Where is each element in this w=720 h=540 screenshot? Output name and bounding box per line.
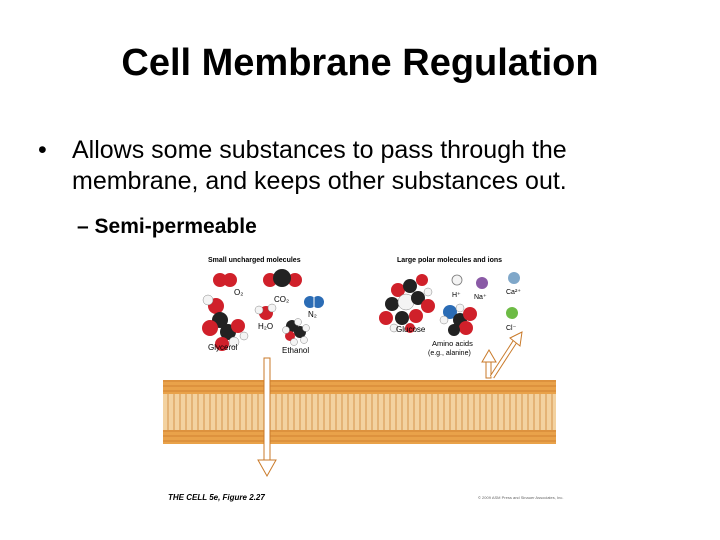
co2-label: CO₂ <box>274 295 289 304</box>
o2-label: O₂ <box>234 288 243 297</box>
ethanol-molecule <box>282 318 310 346</box>
amino-acids-label: Amino acids <box>432 339 473 348</box>
glycerol-molecule <box>202 294 249 351</box>
ca-ion-label: Ca²⁺ <box>506 289 521 296</box>
h-ion <box>451 274 463 286</box>
lipid-bilayer <box>163 380 556 444</box>
amino-example-label: (e.g., alanine) <box>428 350 471 357</box>
membrane-figure: Small uncharged molecules Large polar mo… <box>160 250 560 505</box>
slide-title: Cell Membrane Regulation <box>121 42 599 84</box>
h2o-molecule <box>254 303 277 320</box>
heading-small-uncharged: Small uncharged molecules <box>208 257 301 264</box>
co2-molecule <box>263 269 302 287</box>
glucose-molecule <box>379 274 435 333</box>
pass-through-arrow <box>257 357 277 478</box>
ethanol-label: Ethanol <box>282 346 309 355</box>
sub-bullet: – Semi-permeable <box>77 215 257 238</box>
ca-ion <box>508 272 520 284</box>
cl-ion <box>506 307 518 319</box>
bullet-point: • Allows some substances to pass through… <box>38 135 678 197</box>
n2-label: N₂ <box>308 310 317 319</box>
n2-molecule <box>304 296 324 308</box>
na-ion-label: Na⁺ <box>474 294 487 301</box>
cl-ion-label: Cl⁻ <box>506 325 517 332</box>
glycerol-label: Glycerol <box>208 343 238 352</box>
glucose-label: Glucose <box>396 325 426 334</box>
h2o-label: H₂O <box>258 322 273 331</box>
h-ion-label: H⁺ <box>452 292 461 299</box>
membrane-diagram: Small uncharged molecules Large polar mo… <box>163 257 556 478</box>
blocked-arrow <box>481 331 523 379</box>
bullet-text: Allows some substances to pass through t… <box>72 136 567 195</box>
figure-copyright: © 2009 ASM Press and Sinauer Associates,… <box>478 495 564 500</box>
o2-molecule <box>213 273 237 287</box>
bullet-symbol: • <box>38 136 47 164</box>
na-ion <box>476 277 488 289</box>
heading-large-polar: Large polar molecules and ions <box>397 257 502 264</box>
alanine-molecule <box>439 303 477 336</box>
figure-caption: THE CELL 5e, Figure 2.27 <box>168 493 265 502</box>
